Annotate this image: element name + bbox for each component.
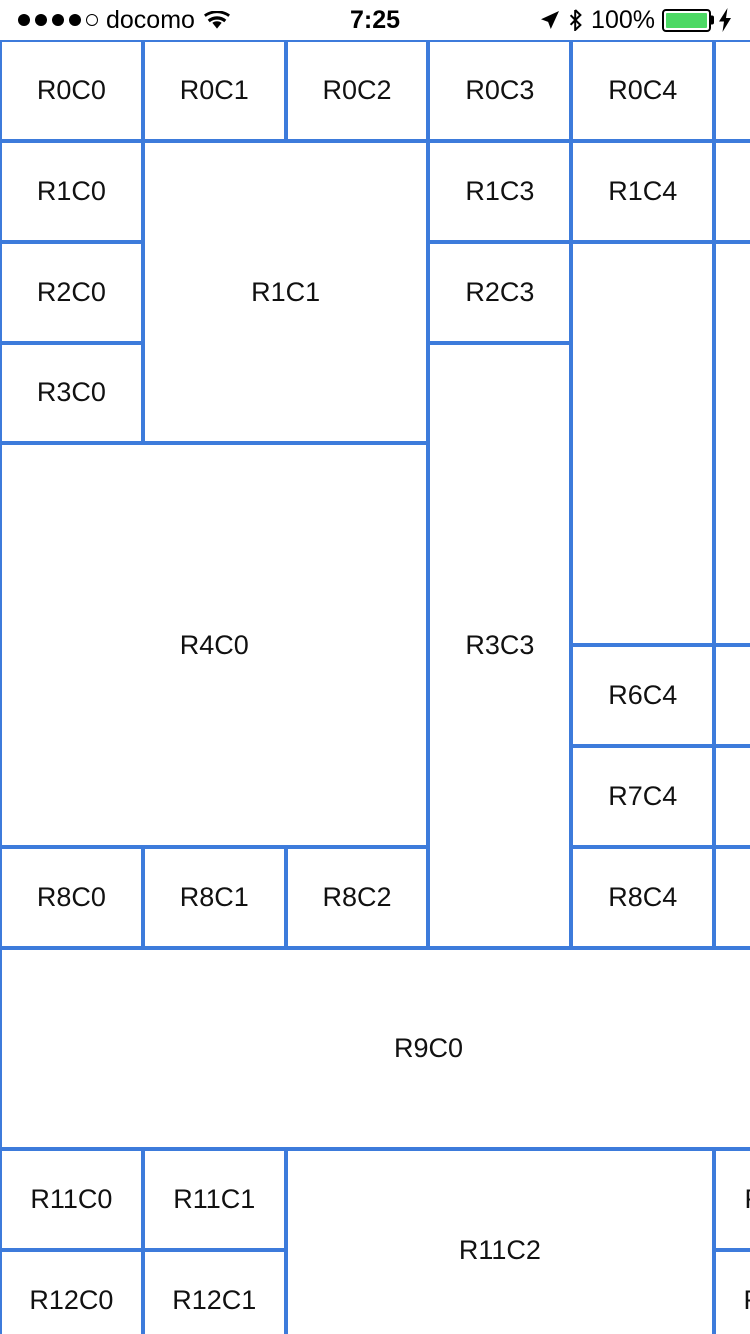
grid-cell-label: R8C4 <box>608 881 678 912</box>
grid-cell-r12c1[interactable]: R12C1 <box>142 1250 286 1334</box>
signal-dot-empty <box>86 14 98 26</box>
grid-cell-label: R0C4 <box>608 74 678 105</box>
grid-cell-label: R11C1 <box>173 1184 256 1215</box>
grid-cell-label: R12C5 <box>744 1285 750 1316</box>
carrier-label: docomo <box>106 5 195 34</box>
status-bar-left: docomo <box>18 6 230 35</box>
grid-cell-label: R12C1 <box>172 1285 257 1316</box>
grid-cell-label: R0C1 <box>179 74 249 105</box>
grid-cell-r11c5[interactable]: R11C5 <box>714 1149 750 1251</box>
grid-cell-r8c5[interactable]: R8C5 <box>714 846 750 948</box>
grid-cell-r0c3[interactable]: R0C3 <box>428 40 572 141</box>
grid-cell-label: R12C0 <box>29 1285 114 1316</box>
grid-cell-r1c3[interactable]: R1C3 <box>428 140 572 242</box>
grid-cell-r0c4[interactable]: R0C4 <box>571 40 715 141</box>
grid-cell-label: R8C0 <box>36 881 106 912</box>
grid-cell-r2c3[interactable]: R2C3 <box>428 241 572 343</box>
lightning-bolt-icon <box>719 8 731 32</box>
battery-fill <box>666 12 707 28</box>
grid-cell-r1c0[interactable]: R1C0 <box>0 140 143 242</box>
grid-cell-r7c4[interactable]: R7C4 <box>571 745 715 847</box>
grid-cell-empty[interactable] <box>714 241 750 646</box>
grid-cell-r8c2[interactable]: R8C2 <box>285 846 429 948</box>
grid-cell-r9c0[interactable]: R9C0 <box>0 947 750 1150</box>
grid-cell-label: R2C0 <box>36 276 106 307</box>
grid-cell-r8c0[interactable]: R8C0 <box>0 846 143 948</box>
signal-dot-filled <box>69 14 81 26</box>
grid-cell-r11c1[interactable]: R11C1 <box>142 1149 286 1251</box>
grid-cell-r1c5[interactable]: R1C5 <box>714 140 750 242</box>
grid-cell-r1c1[interactable]: R1C1 <box>142 140 429 444</box>
grid-cell-label: R8C2 <box>322 881 392 912</box>
grid-cell-r6c5[interactable]: R6C5 <box>714 645 750 746</box>
grid-cell-r2c0[interactable]: R2C0 <box>0 241 143 343</box>
grid-cell-r3c3[interactable]: R3C3 <box>428 342 572 948</box>
battery-nub <box>711 15 714 25</box>
grid-cell-label: R1C3 <box>465 175 535 206</box>
grid-viewport[interactable]: R0C0 R0C1 R0C2 R0C3 R0C4 R0C5R1C0R1C1 R1C3 R1C4… <box>0 40 750 1334</box>
grid-cell-label: R0C0 <box>36 74 106 105</box>
grid-cell-r8c4[interactable]: R8C4 <box>571 846 715 948</box>
grid-cell-r6c4[interactable]: R6C4 <box>571 645 715 746</box>
grid-cell-r0c5[interactable]: R0C5 <box>714 40 750 141</box>
grid-cell-label: R9C0 <box>393 1032 463 1063</box>
grid-cell-label: R1C4 <box>608 175 678 206</box>
grid-cell-r12c0[interactable]: R12C0 <box>0 1250 143 1334</box>
signal-dot-filled <box>35 14 47 26</box>
grid-cell-r12c5[interactable]: R12C5 <box>714 1250 750 1334</box>
grid-cell-label: R4C0 <box>179 629 249 660</box>
grid-cell-label: R1C0 <box>36 175 106 206</box>
grid-cell-label: R3C0 <box>36 377 106 408</box>
wifi-icon <box>203 10 230 30</box>
grid-cell-empty[interactable] <box>571 241 715 646</box>
battery-percent-label: 100% <box>591 5 655 34</box>
grid-cell-r0c0[interactable]: R0C0 <box>0 40 143 141</box>
grid-cell-r4c0[interactable]: R4C0 <box>0 443 429 847</box>
signal-dot-filled <box>18 14 30 26</box>
battery-icon <box>662 8 714 32</box>
grid-cell-label: R11C0 <box>30 1184 113 1215</box>
location-arrow-icon <box>541 11 560 29</box>
grid-cell-r0c2[interactable]: R0C2 <box>285 40 429 141</box>
grid-cell-label: R1C1 <box>251 276 321 307</box>
grid-cell-r0c1[interactable]: R0C1 <box>142 40 286 141</box>
grid-cell-label: R8C1 <box>179 881 249 912</box>
grid-cell-label: R6C4 <box>608 680 678 711</box>
grid-cell-label: R7C4 <box>608 780 678 811</box>
bluetooth-icon <box>569 9 582 31</box>
grid-cell-r8c1[interactable]: R8C1 <box>142 846 286 948</box>
grid-cell-r3c0[interactable]: R3C0 <box>0 342 143 444</box>
grid-cell-label: R11C2 <box>458 1234 541 1265</box>
grid-cell-r11c0[interactable]: R11C0 <box>0 1149 143 1251</box>
cell-grid: R0C0 R0C1 R0C2 R0C3 R0C4 R0C5R1C0R1C1 R1C3 R1C4… <box>0 40 750 1334</box>
signal-dot-filled <box>52 14 64 26</box>
grid-cell-label: R3C3 <box>465 629 535 660</box>
status-bar-right: 100% <box>540 6 732 35</box>
grid-cell-label: R2C3 <box>465 276 535 307</box>
grid-cell-empty[interactable] <box>714 745 750 847</box>
grid-cell-label: R0C2 <box>322 74 392 105</box>
grid-cell-label: R11C5 <box>745 1184 750 1215</box>
signal-strength-dots <box>18 14 98 26</box>
grid-cell-label: R0C3 <box>465 74 535 105</box>
grid-cell-r11c2[interactable]: R11C2 <box>285 1149 715 1334</box>
grid-cell-r1c4[interactable]: R1C4 <box>571 140 715 242</box>
status-bar: docomo 7:25 100% <box>0 0 750 40</box>
